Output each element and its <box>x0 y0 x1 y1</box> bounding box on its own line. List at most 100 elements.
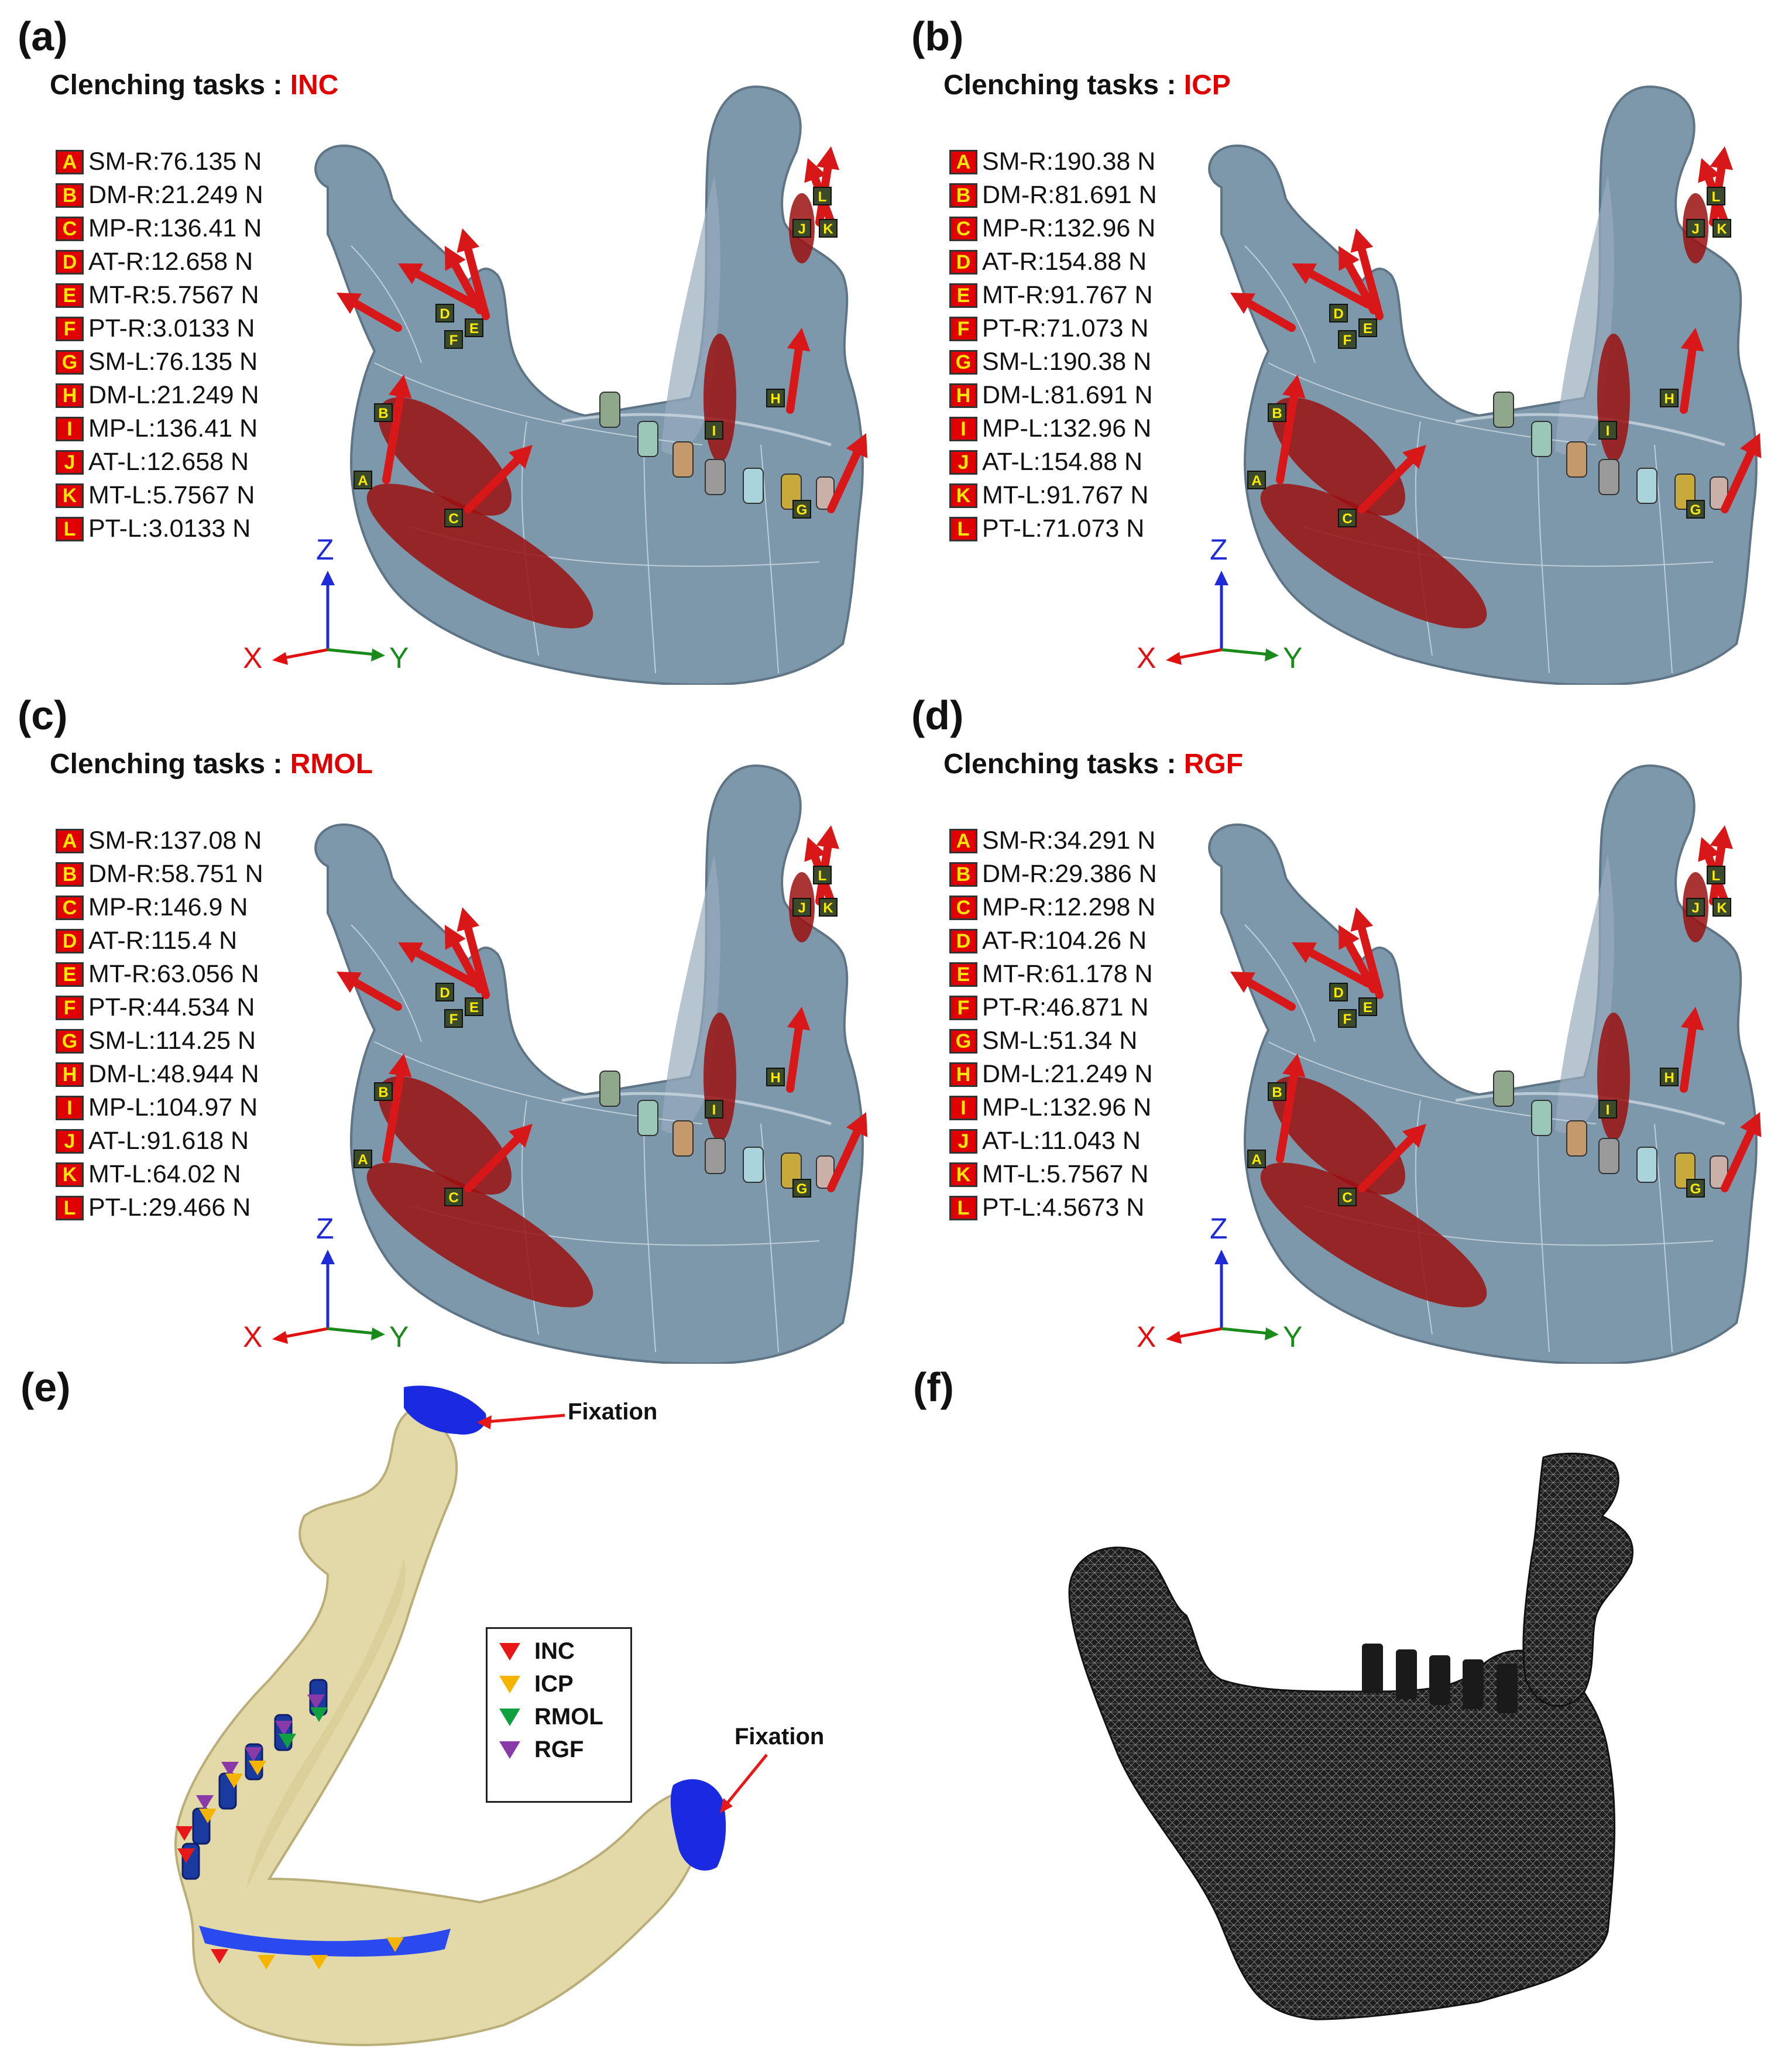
force-badge: D <box>949 249 977 275</box>
force-value: MP-L:104.97 N <box>88 1093 258 1121</box>
clenching-title-d: Clenching tasks : RGF <box>943 748 1243 780</box>
force-arrow-h-c <box>786 1007 811 1093</box>
force-arrow-h-b <box>1680 328 1704 414</box>
force-arrow-c-c <box>464 1124 533 1192</box>
force-badge: B <box>56 183 84 208</box>
force-arrow-g-d <box>1721 1112 1762 1192</box>
force-badge: G <box>56 1028 84 1054</box>
force-arrow-c-a <box>464 445 533 513</box>
force-badge: B <box>949 183 977 208</box>
force-badge: C <box>56 895 84 920</box>
tag-i-d: I <box>1598 1100 1617 1119</box>
force-badge: J <box>949 1128 977 1154</box>
force-arrow-f-b <box>1350 228 1384 320</box>
force-value: PT-L:4.5673 N <box>982 1193 1145 1222</box>
task-name-d: RGF <box>1183 749 1244 780</box>
svg-text:K: K <box>1717 900 1727 916</box>
panel-label-b: (b) <box>911 13 964 59</box>
task-name-b: ICP <box>1183 70 1231 101</box>
force-arrow-d-d <box>1292 942 1372 987</box>
force-badge: D <box>56 249 84 275</box>
mandible-inner-e <box>246 1557 406 1891</box>
muscle-ramus-a <box>703 334 736 462</box>
svg-text:A: A <box>358 473 368 489</box>
force-value: PT-R:44.534 N <box>88 993 255 1021</box>
force-arrow-g-b <box>1721 433 1762 513</box>
force-badge: L <box>949 516 977 541</box>
tag-c-a: C <box>444 509 463 527</box>
mesh-ramus <box>1522 1452 1634 1707</box>
force-badge: D <box>949 928 977 953</box>
panel-c: B A C D E F H G J K L <box>0 679 894 1364</box>
force-value: MT-R:5.7567 N <box>88 281 259 309</box>
triangle-down-icon <box>499 1676 520 1693</box>
force-arrow-a-c <box>382 1054 412 1163</box>
force-value: MP-R:146.9 N <box>88 893 248 921</box>
tag-g-c: G <box>792 1179 811 1198</box>
force-value: SM-R:34.291 N <box>982 826 1156 855</box>
panel-d: B A C D E F H G J K L <box>894 679 1787 1364</box>
force-badge: H <box>56 1062 84 1087</box>
triangle-down-icon <box>499 1741 520 1759</box>
tag-k-c: K <box>819 898 838 917</box>
triangle-down-icon <box>499 1643 520 1661</box>
force-badge: F <box>949 316 977 341</box>
force-badge: G <box>949 349 977 375</box>
svg-text:E: E <box>1363 1000 1372 1016</box>
svg-text:B: B <box>1272 1085 1282 1100</box>
force-badge: K <box>56 483 84 508</box>
force-badge: E <box>949 962 977 987</box>
force-value: MP-R:136.41 N <box>88 214 262 242</box>
svg-text:D: D <box>1333 306 1343 322</box>
tag-a-c: A <box>354 1150 372 1168</box>
tag-e-c: E <box>465 997 483 1016</box>
force-value: AT-L:12.658 N <box>88 448 249 476</box>
force-arrow-b-b <box>1230 293 1296 332</box>
ridge-highlight-a <box>561 413 832 447</box>
force-arrow-d-a <box>398 263 478 308</box>
axis-triad-b <box>1166 571 1279 665</box>
svg-text:K: K <box>823 221 833 237</box>
force-badge: J <box>949 450 977 475</box>
legend-item: RMOL <box>498 1700 620 1733</box>
svg-text:L: L <box>818 189 827 205</box>
force-arrow-b-d <box>1230 972 1296 1011</box>
force-badge: F <box>56 995 84 1020</box>
fixation-top <box>404 1385 486 1435</box>
tag-d-c: D <box>435 983 454 1001</box>
clenching-title-a: Clenching tasks : INC <box>50 69 338 101</box>
force-arrow-e-b <box>1339 246 1378 314</box>
force-arrow-d-c <box>398 942 478 987</box>
panel-label-d: (d) <box>911 692 964 738</box>
svg-text:A: A <box>1251 473 1261 489</box>
muscle-pterygoid-a <box>366 483 593 629</box>
legend-item: RGF <box>498 1733 620 1766</box>
tag-g-a: G <box>792 500 811 519</box>
muscle-pterygoid-b <box>1260 483 1487 629</box>
tag-d-d: D <box>1329 983 1348 1001</box>
force-badge: L <box>56 1195 84 1220</box>
force-value: DM-R:21.249 N <box>88 181 263 209</box>
axis-label-z-d: Z <box>1210 1212 1228 1245</box>
tag-i-b: I <box>1598 421 1617 440</box>
force-value: SM-L:190.38 N <box>982 348 1152 376</box>
force-value: SM-L:114.25 N <box>88 1027 256 1055</box>
axis-label-y-a: Y <box>389 642 409 674</box>
tag-g-b: G <box>1686 500 1705 519</box>
